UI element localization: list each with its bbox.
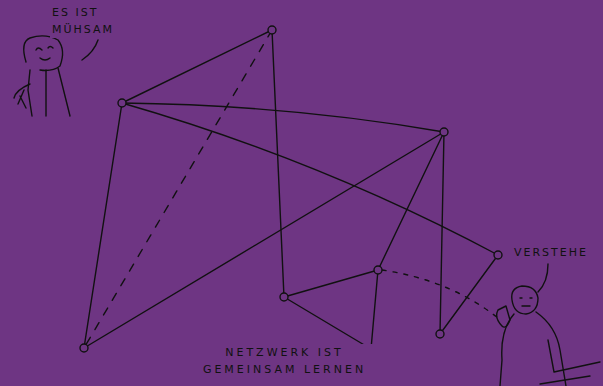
speech-text: ES IST MÜHSAM: [50, 4, 128, 38]
line: [84, 103, 122, 348]
line: [440, 255, 498, 334]
head: [512, 286, 538, 314]
hand: [14, 84, 30, 108]
line: [84, 132, 444, 348]
dot: [494, 251, 502, 259]
line: [272, 30, 284, 297]
dashed-line: [84, 30, 272, 348]
right-figure: [497, 264, 600, 386]
face: [36, 47, 53, 61]
dotted-line: [382, 270, 498, 318]
line: [371, 270, 378, 349]
caption: NETZWERK IST GEMEINSAM LERNEN: [175, 344, 394, 378]
line: [284, 297, 371, 349]
dot: [118, 99, 126, 107]
face: [520, 298, 532, 306]
dot: [268, 26, 276, 34]
line: [378, 132, 444, 270]
speech-text: VERSTEHE: [512, 244, 598, 261]
dot: [80, 344, 88, 352]
dot: [436, 330, 444, 338]
phone-hand: [497, 306, 510, 327]
left-figure: [14, 36, 98, 116]
pen-desk: [540, 340, 600, 384]
body: [500, 312, 566, 386]
network-dots: [80, 26, 502, 353]
dot: [374, 266, 382, 274]
dot: [440, 128, 448, 136]
network-lines: [84, 30, 498, 349]
leader-line: [82, 40, 98, 60]
line: [440, 132, 444, 334]
head: [24, 36, 63, 71]
leader-line: [538, 264, 548, 292]
line: [284, 270, 378, 297]
body: [28, 68, 70, 116]
line: [122, 30, 272, 103]
dot: [280, 293, 288, 301]
